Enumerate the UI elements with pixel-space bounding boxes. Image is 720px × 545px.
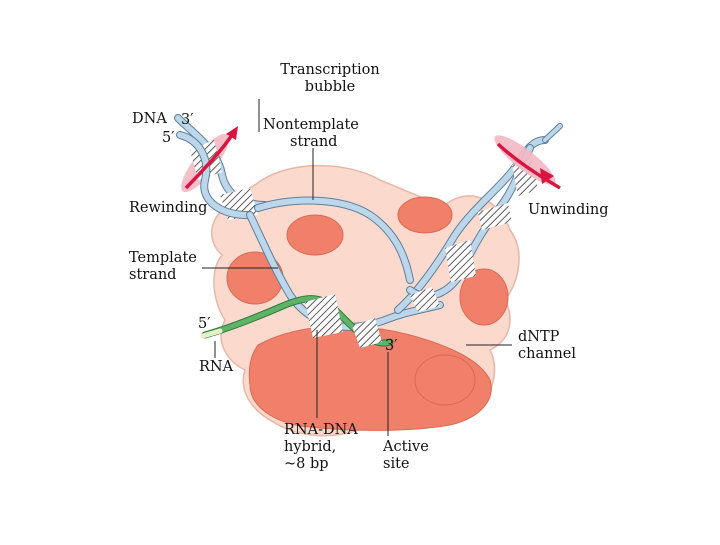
polymerase-lobe-5	[415, 355, 475, 405]
label-transcription-bubble-2: bubble	[305, 79, 355, 95]
label-hybrid-2: hybrid,	[284, 439, 336, 455]
label-rna: RNA	[199, 359, 234, 375]
label-dna-5prime: 5′	[162, 130, 175, 146]
label-rewinding: Rewinding	[129, 200, 207, 216]
label-dntp-1: dNTP	[518, 329, 560, 345]
label-unwinding: Unwinding	[528, 202, 609, 218]
label-template-2: strand	[129, 267, 176, 283]
label-hybrid-1: RNA-DNA	[284, 422, 358, 438]
label-rna-5prime: 5′	[198, 316, 211, 332]
label-dna-3prime: 3′	[181, 112, 194, 128]
polymerase-lobe-2	[398, 197, 452, 233]
label-nontemplate-1: Nontemplate	[263, 117, 359, 133]
label-template-1: Template	[129, 250, 197, 266]
polymerase-lobe-1	[287, 215, 343, 255]
label-transcription-bubble-1: Transcription	[280, 62, 380, 78]
label-nontemplate-2: strand	[290, 134, 337, 150]
label-active-site-2: site	[383, 456, 410, 472]
label-active-site-1: Active	[382, 439, 429, 455]
label-rna-3prime: 3′	[385, 338, 398, 354]
label-dntp-2: channel	[518, 346, 576, 362]
label-hybrid-3: ~8 bp	[284, 456, 329, 472]
label-dna: DNA	[132, 111, 167, 127]
